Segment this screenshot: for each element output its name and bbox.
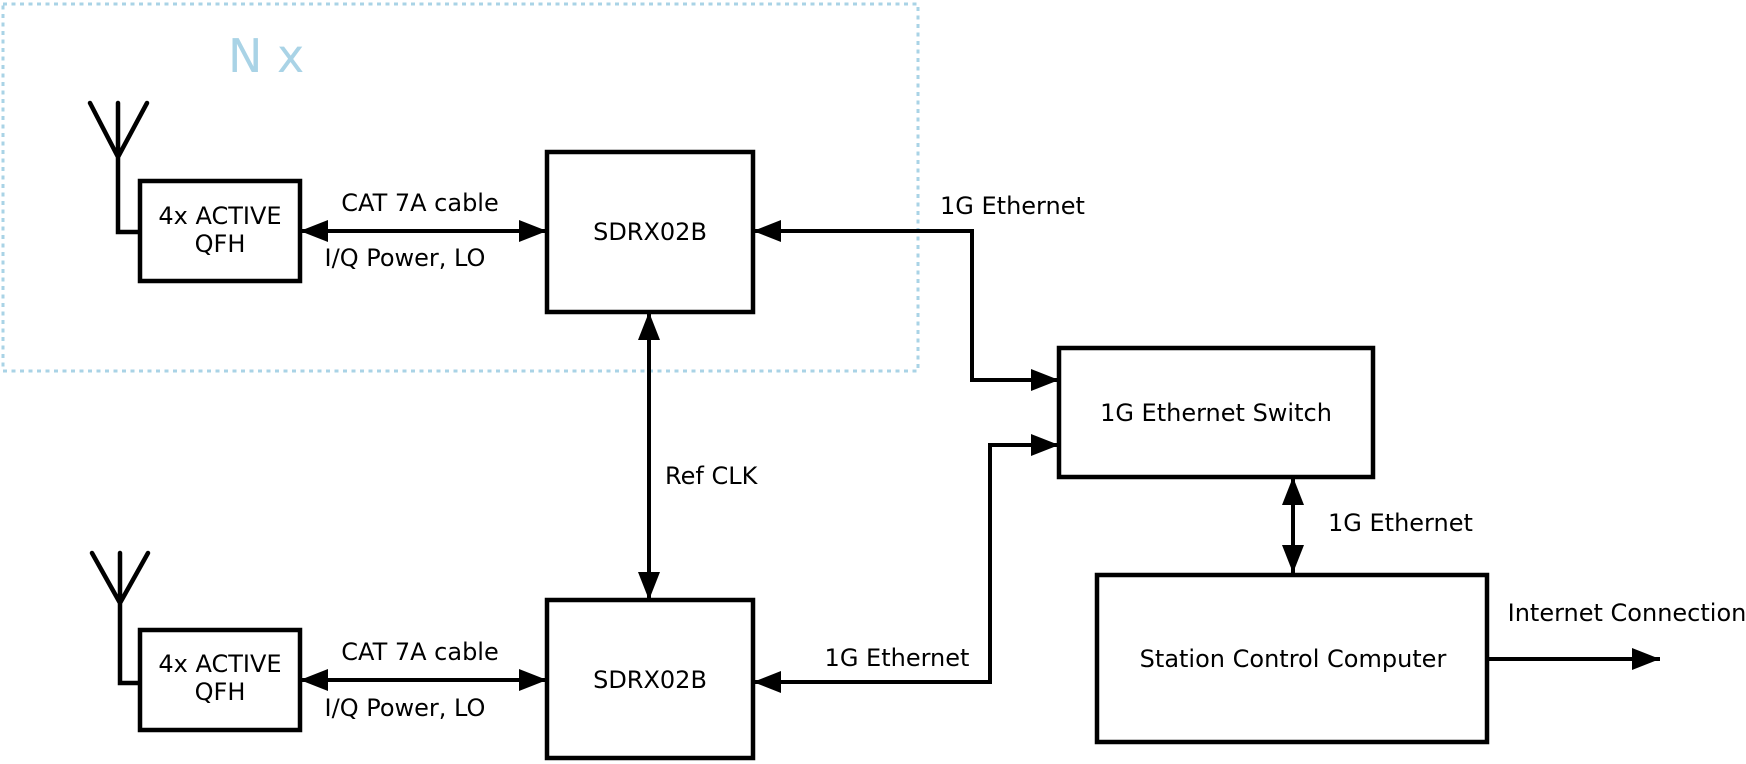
iq-power-lo-top-label: I/Q Power, LO (325, 244, 486, 272)
ethernet-switch-computer-label: 1G Ethernet (1328, 509, 1473, 537)
ethernet-bottom-arrow (753, 434, 1059, 693)
replication-group-label: N x (228, 29, 304, 83)
qfh-top-label-line2: QFH (195, 230, 246, 258)
station-computer-box (1094, 572, 1490, 745)
qfh-top-label-line1: 4x ACTIVE (158, 202, 281, 230)
cat7a-bottom-label: CAT 7A cable (341, 638, 499, 666)
iq-power-lo-bottom-label: I/Q Power, LO (325, 694, 486, 722)
internet-connection-label: Internet Connection (1508, 599, 1746, 627)
sdrx-bottom-box (544, 597, 756, 761)
antenna-icon-top (87, 100, 150, 235)
replication-group-border (1, 2, 920, 373)
cat7a-top-label: CAT 7A cable (341, 189, 499, 217)
ref-clk-label: Ref CLK (665, 462, 759, 490)
sdrx-bottom-label: SDRX02B (593, 666, 707, 694)
sdrx-top-box (544, 149, 756, 315)
ethernet-bottom-label: 1G Ethernet (825, 644, 970, 672)
ethernet-switch-box (1056, 345, 1376, 480)
antenna-icon-bottom (89, 550, 151, 686)
qfh-top-box (137, 178, 303, 284)
ethernet-top-arrow (753, 220, 1059, 391)
ethernet-switch-label: 1G Ethernet Switch (1100, 399, 1332, 427)
ethernet-top-label: 1G Ethernet (940, 192, 1085, 220)
qfh-bottom-label-line1: 4x ACTIVE (158, 650, 281, 678)
qfh-bottom-label-line2: QFH (195, 678, 246, 706)
sdrx-top-label: SDRX02B (593, 218, 707, 246)
qfh-bottom-box (137, 627, 303, 733)
station-computer-label: Station Control Computer (1140, 645, 1447, 673)
